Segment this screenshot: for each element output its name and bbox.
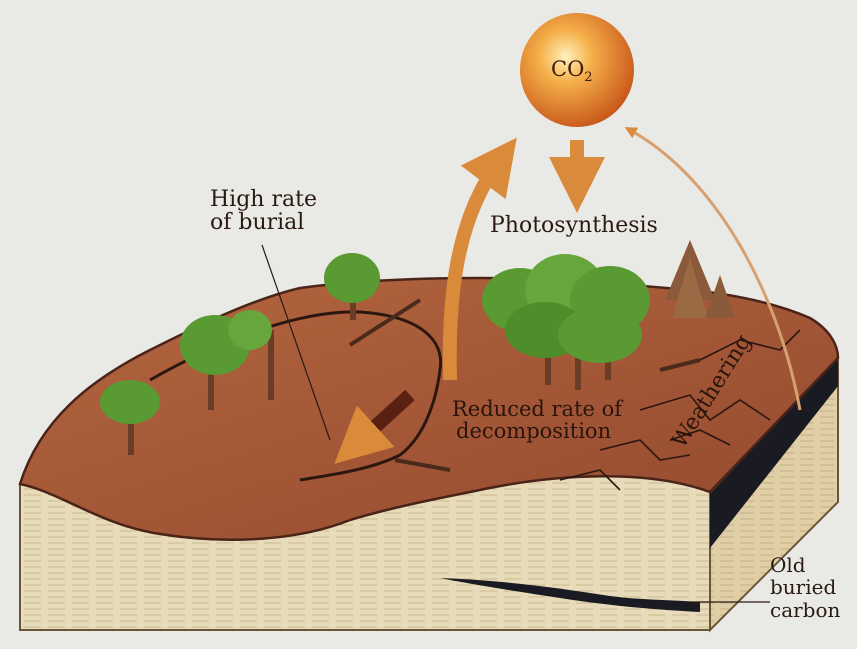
old-line2: buried: [770, 576, 840, 598]
old-buried-carbon-label: Old buried carbon: [770, 554, 840, 621]
photosynthesis-label: Photosynthesis: [490, 214, 658, 237]
co2-label: CO2: [551, 58, 593, 85]
co2-text: CO: [551, 57, 584, 81]
reduced-line1: Reduced rate of: [452, 398, 622, 420]
high-rate-line1: High rate: [210, 188, 317, 211]
old-line1: Old: [770, 554, 840, 576]
high-rate-line2: of burial: [210, 211, 317, 234]
reduced-decomposition-label: Reduced rate of decomposition: [452, 398, 622, 442]
high-rate-label: High rate of burial: [210, 188, 317, 234]
co2-subscript: 2: [584, 70, 592, 85]
old-line3: carbon: [770, 599, 840, 621]
reduced-line2: decomposition: [452, 420, 622, 442]
